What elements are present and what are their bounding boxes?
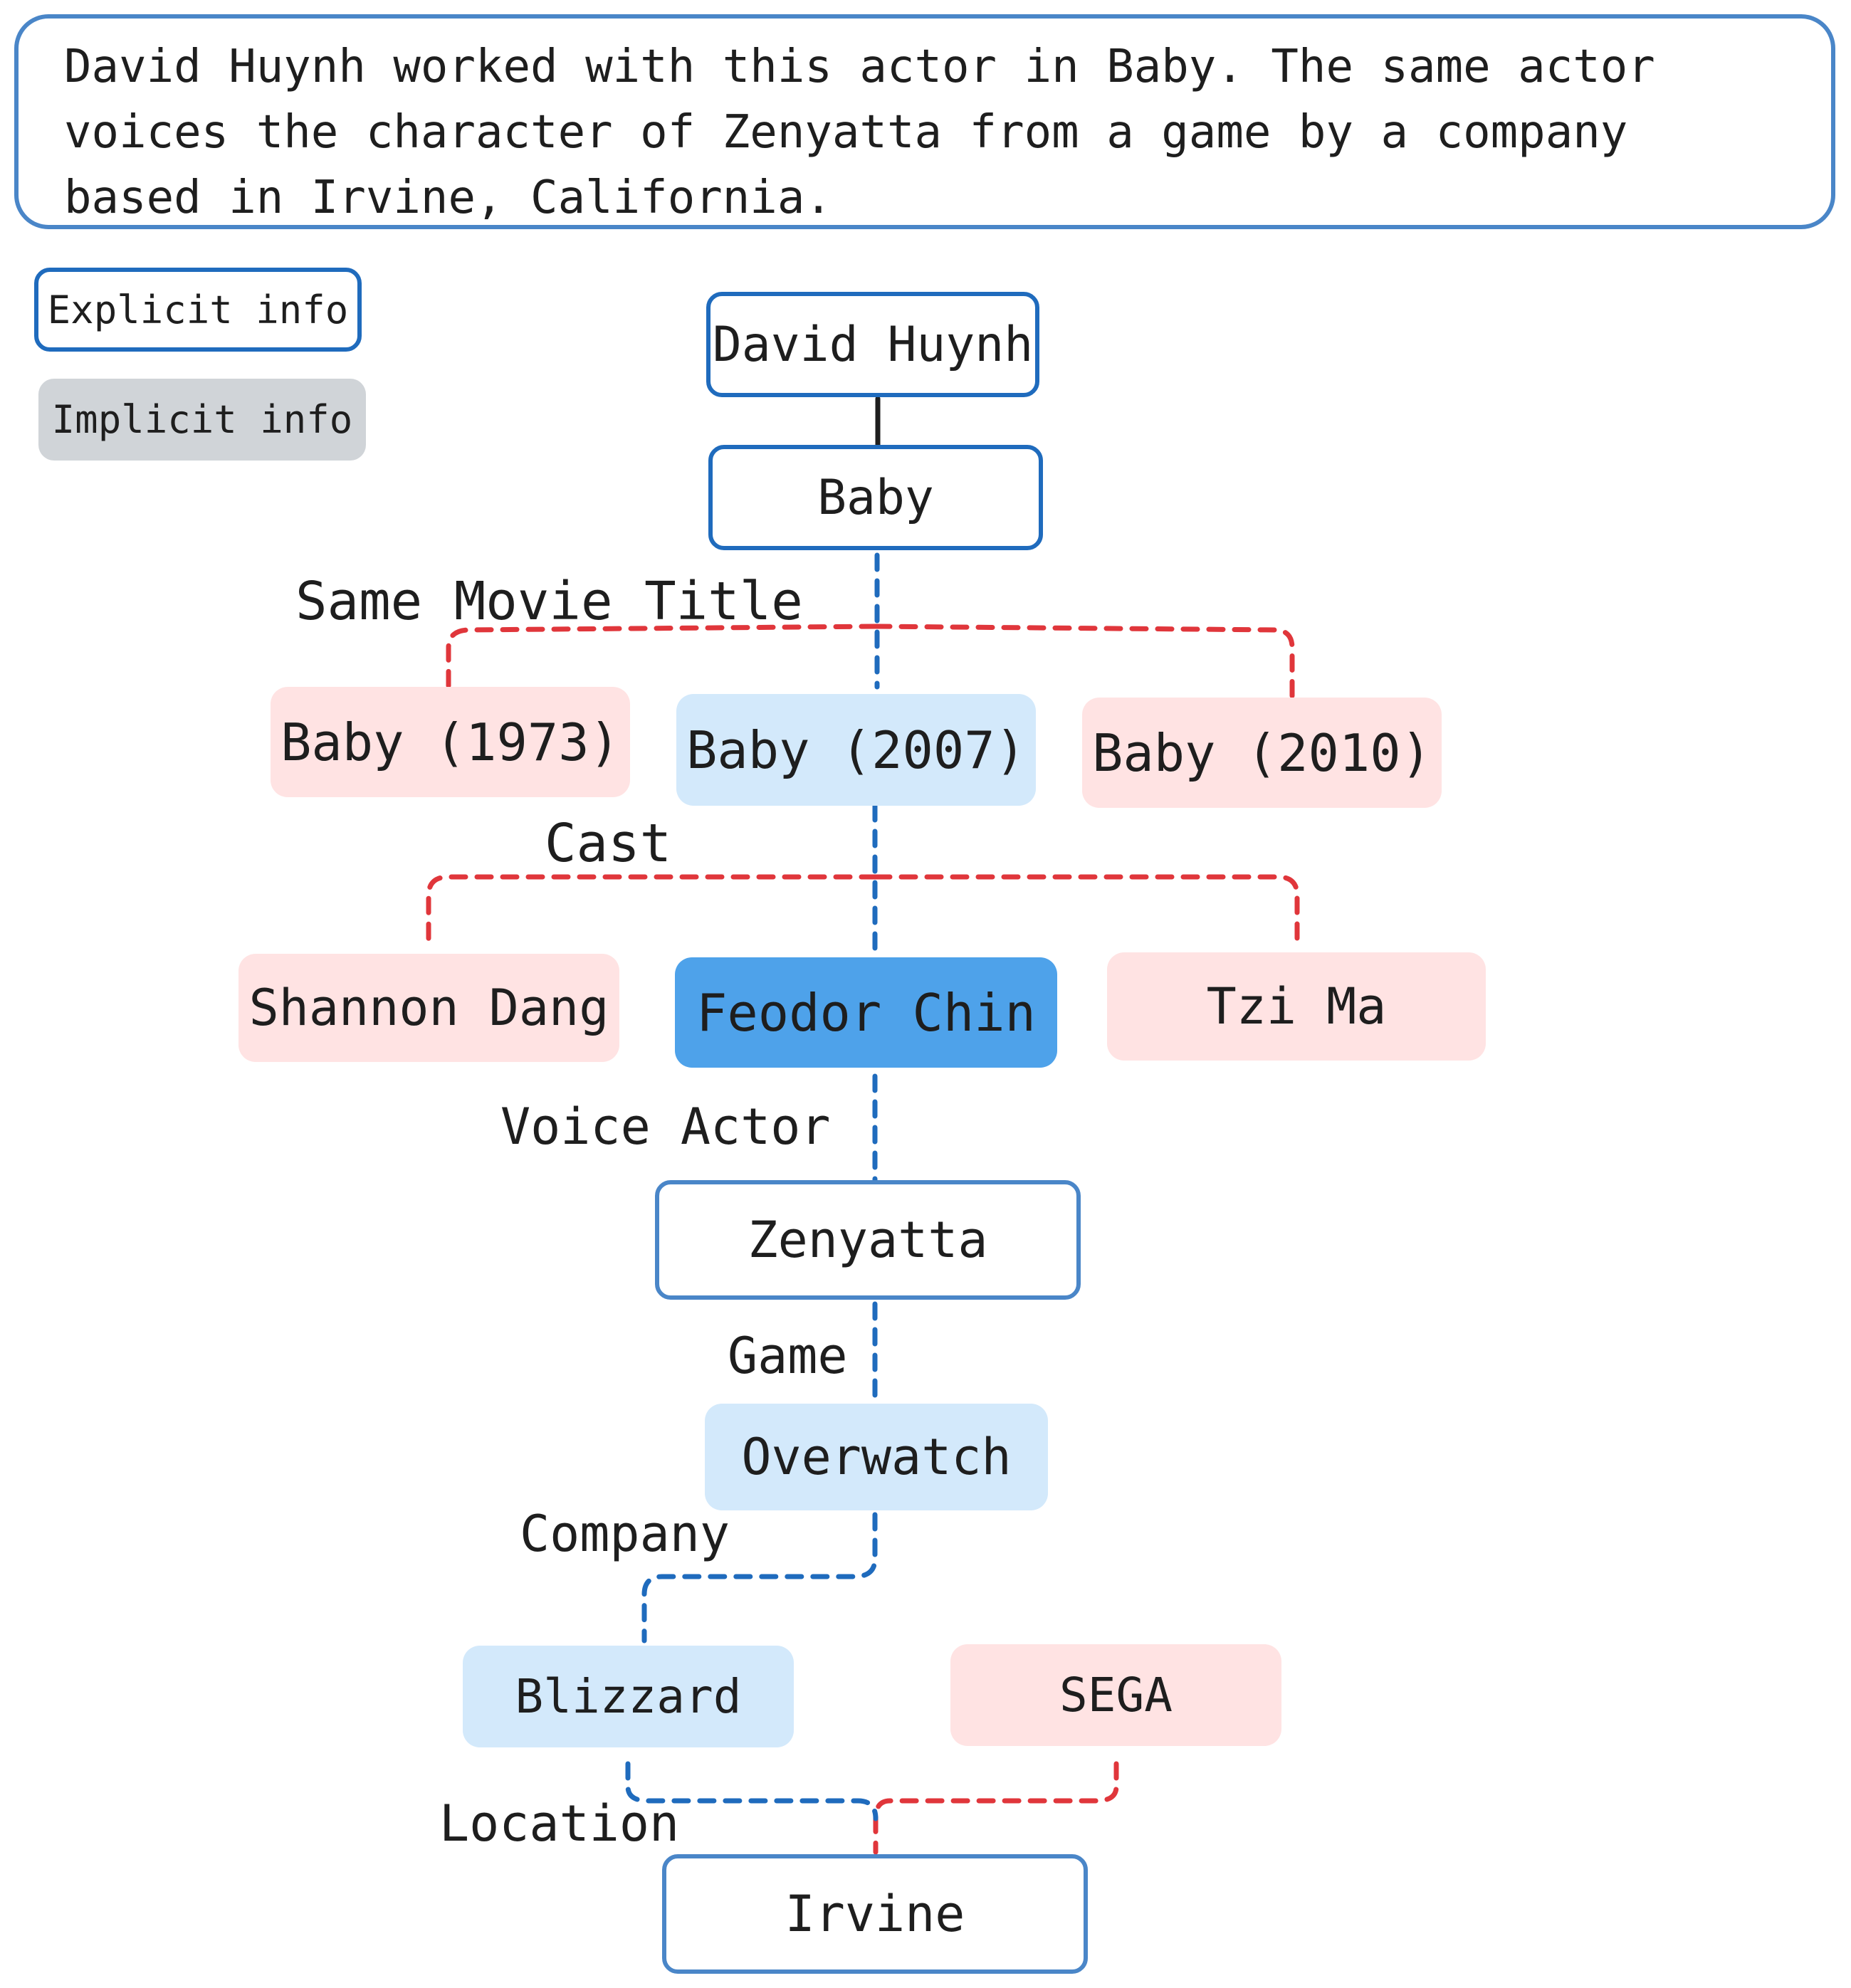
question-text: David Huynh worked with this actor in Ba… [64, 41, 1655, 224]
edge-overwatch-blizzard [641, 1512, 878, 1643]
node-baby-label: Baby [817, 469, 934, 526]
node-blizzard-label: Blizzard [515, 1669, 742, 1724]
node-tzi-ma-label: Tzi Ma [1206, 977, 1387, 1036]
node-baby-1973: Baby (1973) [271, 687, 630, 797]
node-baby-1973-label: Baby (1973) [280, 712, 620, 772]
legend-explicit: Explicit info [34, 268, 362, 352]
node-baby-2007-label: Baby (2007) [686, 720, 1026, 780]
question-box: David Huynh worked with this actor in Ba… [14, 14, 1835, 229]
node-overwatch: Overwatch [705, 1404, 1048, 1510]
edge-label-cast: Cast [545, 813, 672, 874]
edge-sega-irvine [873, 1761, 1119, 1855]
edge-label-same-movie-title: Same Movie Title [295, 571, 803, 632]
node-tzi-ma: Tzi Ma [1107, 952, 1486, 1061]
edge-blizzard-irvine [625, 1761, 879, 1821]
node-sega: SEGA [950, 1644, 1281, 1746]
legend-explicit-label: Explicit info [47, 287, 349, 332]
node-irvine: Irvine [662, 1854, 1088, 1974]
edge-baby-2010 [873, 624, 1295, 700]
node-david-huynh-label: David Huynh [712, 316, 1034, 373]
node-sega-label: SEGA [1059, 1668, 1173, 1723]
node-feodor-chin-label: Feodor Chin [696, 982, 1036, 1043]
edge-label-voice-actor: Voice Actor [500, 1098, 831, 1156]
node-baby-2010: Baby (2010) [1082, 698, 1442, 808]
edge-baby2007-shannon [426, 874, 879, 950]
edge-baby-1973 [446, 624, 879, 697]
legend-implicit-label: Implicit info [51, 397, 353, 442]
node-overwatch-label: Overwatch [741, 1428, 1012, 1486]
node-baby-2007: Baby (2007) [676, 694, 1036, 806]
node-feodor-chin: Feodor Chin [675, 957, 1057, 1068]
node-baby-2010-label: Baby (2010) [1092, 722, 1432, 783]
node-shannon-dang: Shannon Dang [238, 954, 619, 1062]
edge-label-game: Game [728, 1327, 848, 1385]
edge-label-company: Company [520, 1505, 730, 1563]
node-zenyatta: Zenyatta [655, 1180, 1081, 1300]
legend-implicit: Implicit info [38, 379, 366, 461]
node-blizzard: Blizzard [463, 1646, 794, 1747]
node-baby: Baby [708, 445, 1043, 550]
node-irvine-label: Irvine [785, 1885, 965, 1943]
node-zenyatta-label: Zenyatta [748, 1211, 988, 1269]
edge-baby2007-tzi [873, 874, 1300, 950]
node-david-huynh: David Huynh [706, 292, 1039, 397]
node-shannon-dang-label: Shannon Dang [248, 979, 609, 1037]
edge-label-location: Location [439, 1794, 680, 1853]
